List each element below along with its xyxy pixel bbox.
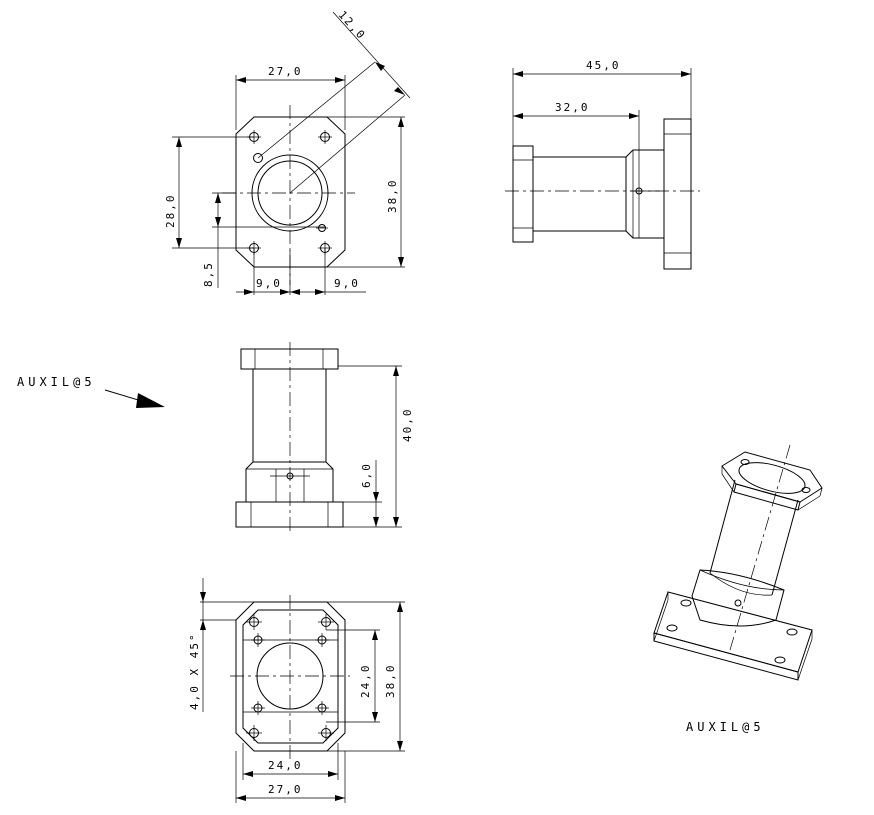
- top-dim-right: 9,0: [334, 277, 360, 290]
- side-view-left-flange: [512, 145, 534, 243]
- top-dim-offset: 8,5: [202, 261, 215, 287]
- front-dim-base: 6,0: [360, 462, 373, 488]
- view-arrow: AUXIL@5: [17, 375, 165, 408]
- top-view-bolt-holes: [247, 130, 332, 255]
- top-view-boss-outer: [251, 154, 329, 232]
- top-view: 27,0 12,0 28,0 38,0 8,5 9,0 9,0: [164, 8, 411, 295]
- bottom-dim-outer-h: 27,0: [268, 783, 303, 796]
- bottom-dim-chamfer: 4,0 X 45°: [188, 632, 201, 710]
- top-dim-left: 9,0: [256, 277, 282, 290]
- bottom-dim-inner-h: 24,0: [268, 759, 303, 772]
- bottom-dim-outer-v: 38,0: [384, 664, 397, 699]
- bottom-view-inner-outline: [242, 609, 339, 744]
- side-view-body: [532, 156, 627, 232]
- side-view: 45,0 32,0: [505, 59, 700, 270]
- side-dim-partial: 32,0: [555, 101, 590, 114]
- front-view-top-flange: [240, 348, 339, 370]
- side-view-right-flange: [663, 118, 692, 270]
- bottom-dim-inner-v: 24,0: [359, 664, 372, 699]
- top-dim-width: 27,0: [268, 65, 303, 78]
- bottom-view-bolt-holes: [246, 614, 334, 741]
- front-view-base: [235, 501, 344, 528]
- isometric-view: AUXIL@5: [653, 444, 823, 734]
- top-dim-diag: 12,0: [336, 8, 369, 42]
- front-dim-height: 40,0: [401, 408, 414, 443]
- top-dim-height-inner: 28,0: [164, 194, 177, 229]
- bottom-view: 4,0 X 45° 24,0 38,0 24,0 27,0: [188, 578, 405, 803]
- side-dim-overall: 45,0: [586, 59, 621, 72]
- front-view-tube: [252, 368, 327, 463]
- top-view-boss-inner: [257, 160, 323, 226]
- arrow-label: AUXIL@5: [17, 375, 96, 389]
- iso-label: AUXIL@5: [686, 720, 765, 734]
- top-dim-height-outer: 38,0: [386, 179, 399, 214]
- front-view: 40,0 6,0: [235, 342, 414, 532]
